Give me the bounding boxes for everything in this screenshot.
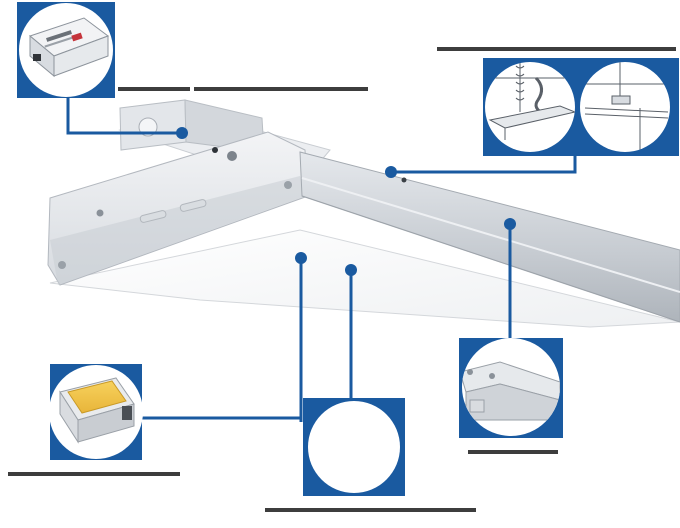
lens-callout	[303, 398, 405, 496]
led-chip-callout	[49, 364, 143, 460]
fixture-body	[47, 99, 680, 328]
chain-mount-icon	[486, 62, 575, 140]
fixture-lens	[49, 229, 680, 328]
side-rail	[299, 151, 680, 323]
end-cap-label-bar	[468, 450, 558, 454]
led-chip-icon	[59, 377, 135, 444]
mounting-callout	[483, 58, 679, 156]
mounting-leader	[391, 155, 577, 174]
led-chip-label	[8, 472, 180, 476]
mounting-label	[437, 47, 676, 51]
driver-label-bar-right	[194, 87, 368, 91]
end-cap-callout	[459, 338, 563, 438]
driver-label	[194, 87, 368, 91]
driver-leader-dot	[176, 127, 188, 139]
driver-label-bar-left	[118, 87, 190, 91]
end-cap-detail-icon	[462, 361, 560, 421]
driver-leader	[66, 95, 182, 135]
end-cap-label	[468, 450, 558, 454]
lens-leader-dot-b	[345, 264, 357, 276]
mounting-label-bar	[437, 47, 676, 51]
leader-lines	[66, 95, 577, 422]
led-chip-label-bar	[8, 472, 180, 476]
surface-mount-icon	[580, 62, 670, 150]
mounting-leader-dot	[385, 166, 397, 178]
blank-detail-icon	[308, 401, 400, 493]
lens-label-bar	[265, 508, 476, 512]
driver-box-icon	[28, 17, 110, 78]
lens-label	[265, 508, 476, 512]
end-cap-leader-dot	[504, 218, 516, 230]
lens-leader-dot-a	[295, 252, 307, 264]
driver-callout	[17, 2, 115, 98]
